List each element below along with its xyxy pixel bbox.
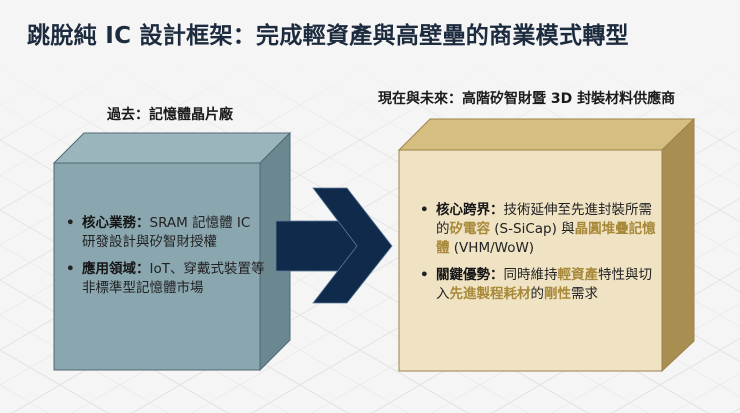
list-item: • 應用領域：IoT、穿戴式裝置等非標準型記憶體市場: [66, 261, 265, 296]
left-cube-top-face: [52, 132, 292, 164]
slide-title: 跳脫純 IC 設計框架：完成輕資產與高壁壘的商業模式轉型: [27, 23, 629, 49]
bullet-icon: •: [66, 261, 75, 277]
item-term: 應用領域: [82, 261, 136, 277]
list-item: • 關鍵優勢：同時維持輕資產特性與切入先進製程耗材的剛性需求: [420, 267, 652, 302]
left-cube-front-face: [53, 162, 261, 371]
item-text: SRAM 記憶體 IC 研發設計與矽智財授權: [82, 215, 251, 250]
right-cube: [397, 117, 696, 373]
left-cube: [52, 131, 292, 372]
list-item: • 核心跨界：技術延伸至先進封裝所需的矽電容 (S-SiCap) 與晶圓堆疊記憶…: [420, 202, 656, 256]
highlight-text: 輕資產: [557, 267, 599, 283]
right-cube-top-face: [397, 118, 696, 151]
highlight-text: 先進製程耗材: [449, 286, 531, 302]
highlight-text: 剛性: [544, 286, 571, 302]
right-panel-caption: 現在與未來：高階矽智財暨 3D 封裝材料供應商: [378, 91, 676, 107]
right-arrow-chevron-icon: [275, 187, 393, 304]
item-text: IoT、穿戴式裝置等非標準型記憶體市場: [82, 261, 265, 296]
left-panel-caption: 過去：記憶體晶片廠: [107, 107, 233, 123]
bullet-icon: •: [420, 202, 429, 218]
right-cube-front-face: [398, 149, 663, 372]
item-term: 關鍵優勢: [436, 267, 490, 283]
right-panel-content: • 核心跨界：技術延伸至先進封裝所需的矽電容 (S-SiCap) 與晶圓堆疊記憶…: [420, 201, 660, 312]
left-panel-content: • 核心業務：SRAM 記憶體 IC 研發設計與矽智財授權 • 應用領域：IoT…: [66, 214, 266, 306]
highlight-text: 晶圓堆疊記憶體: [436, 221, 656, 256]
bullet-icon: •: [420, 267, 429, 283]
highlight-text: 矽電容: [449, 221, 491, 237]
right-cube-side-face: [661, 117, 695, 373]
item-term: 核心業務: [82, 215, 136, 231]
list-item: • 核心業務：SRAM 記憶體 IC 研發設計與矽智財授權: [66, 215, 251, 250]
bullet-icon: •: [66, 215, 75, 231]
item-term: 核心跨界: [436, 202, 490, 218]
